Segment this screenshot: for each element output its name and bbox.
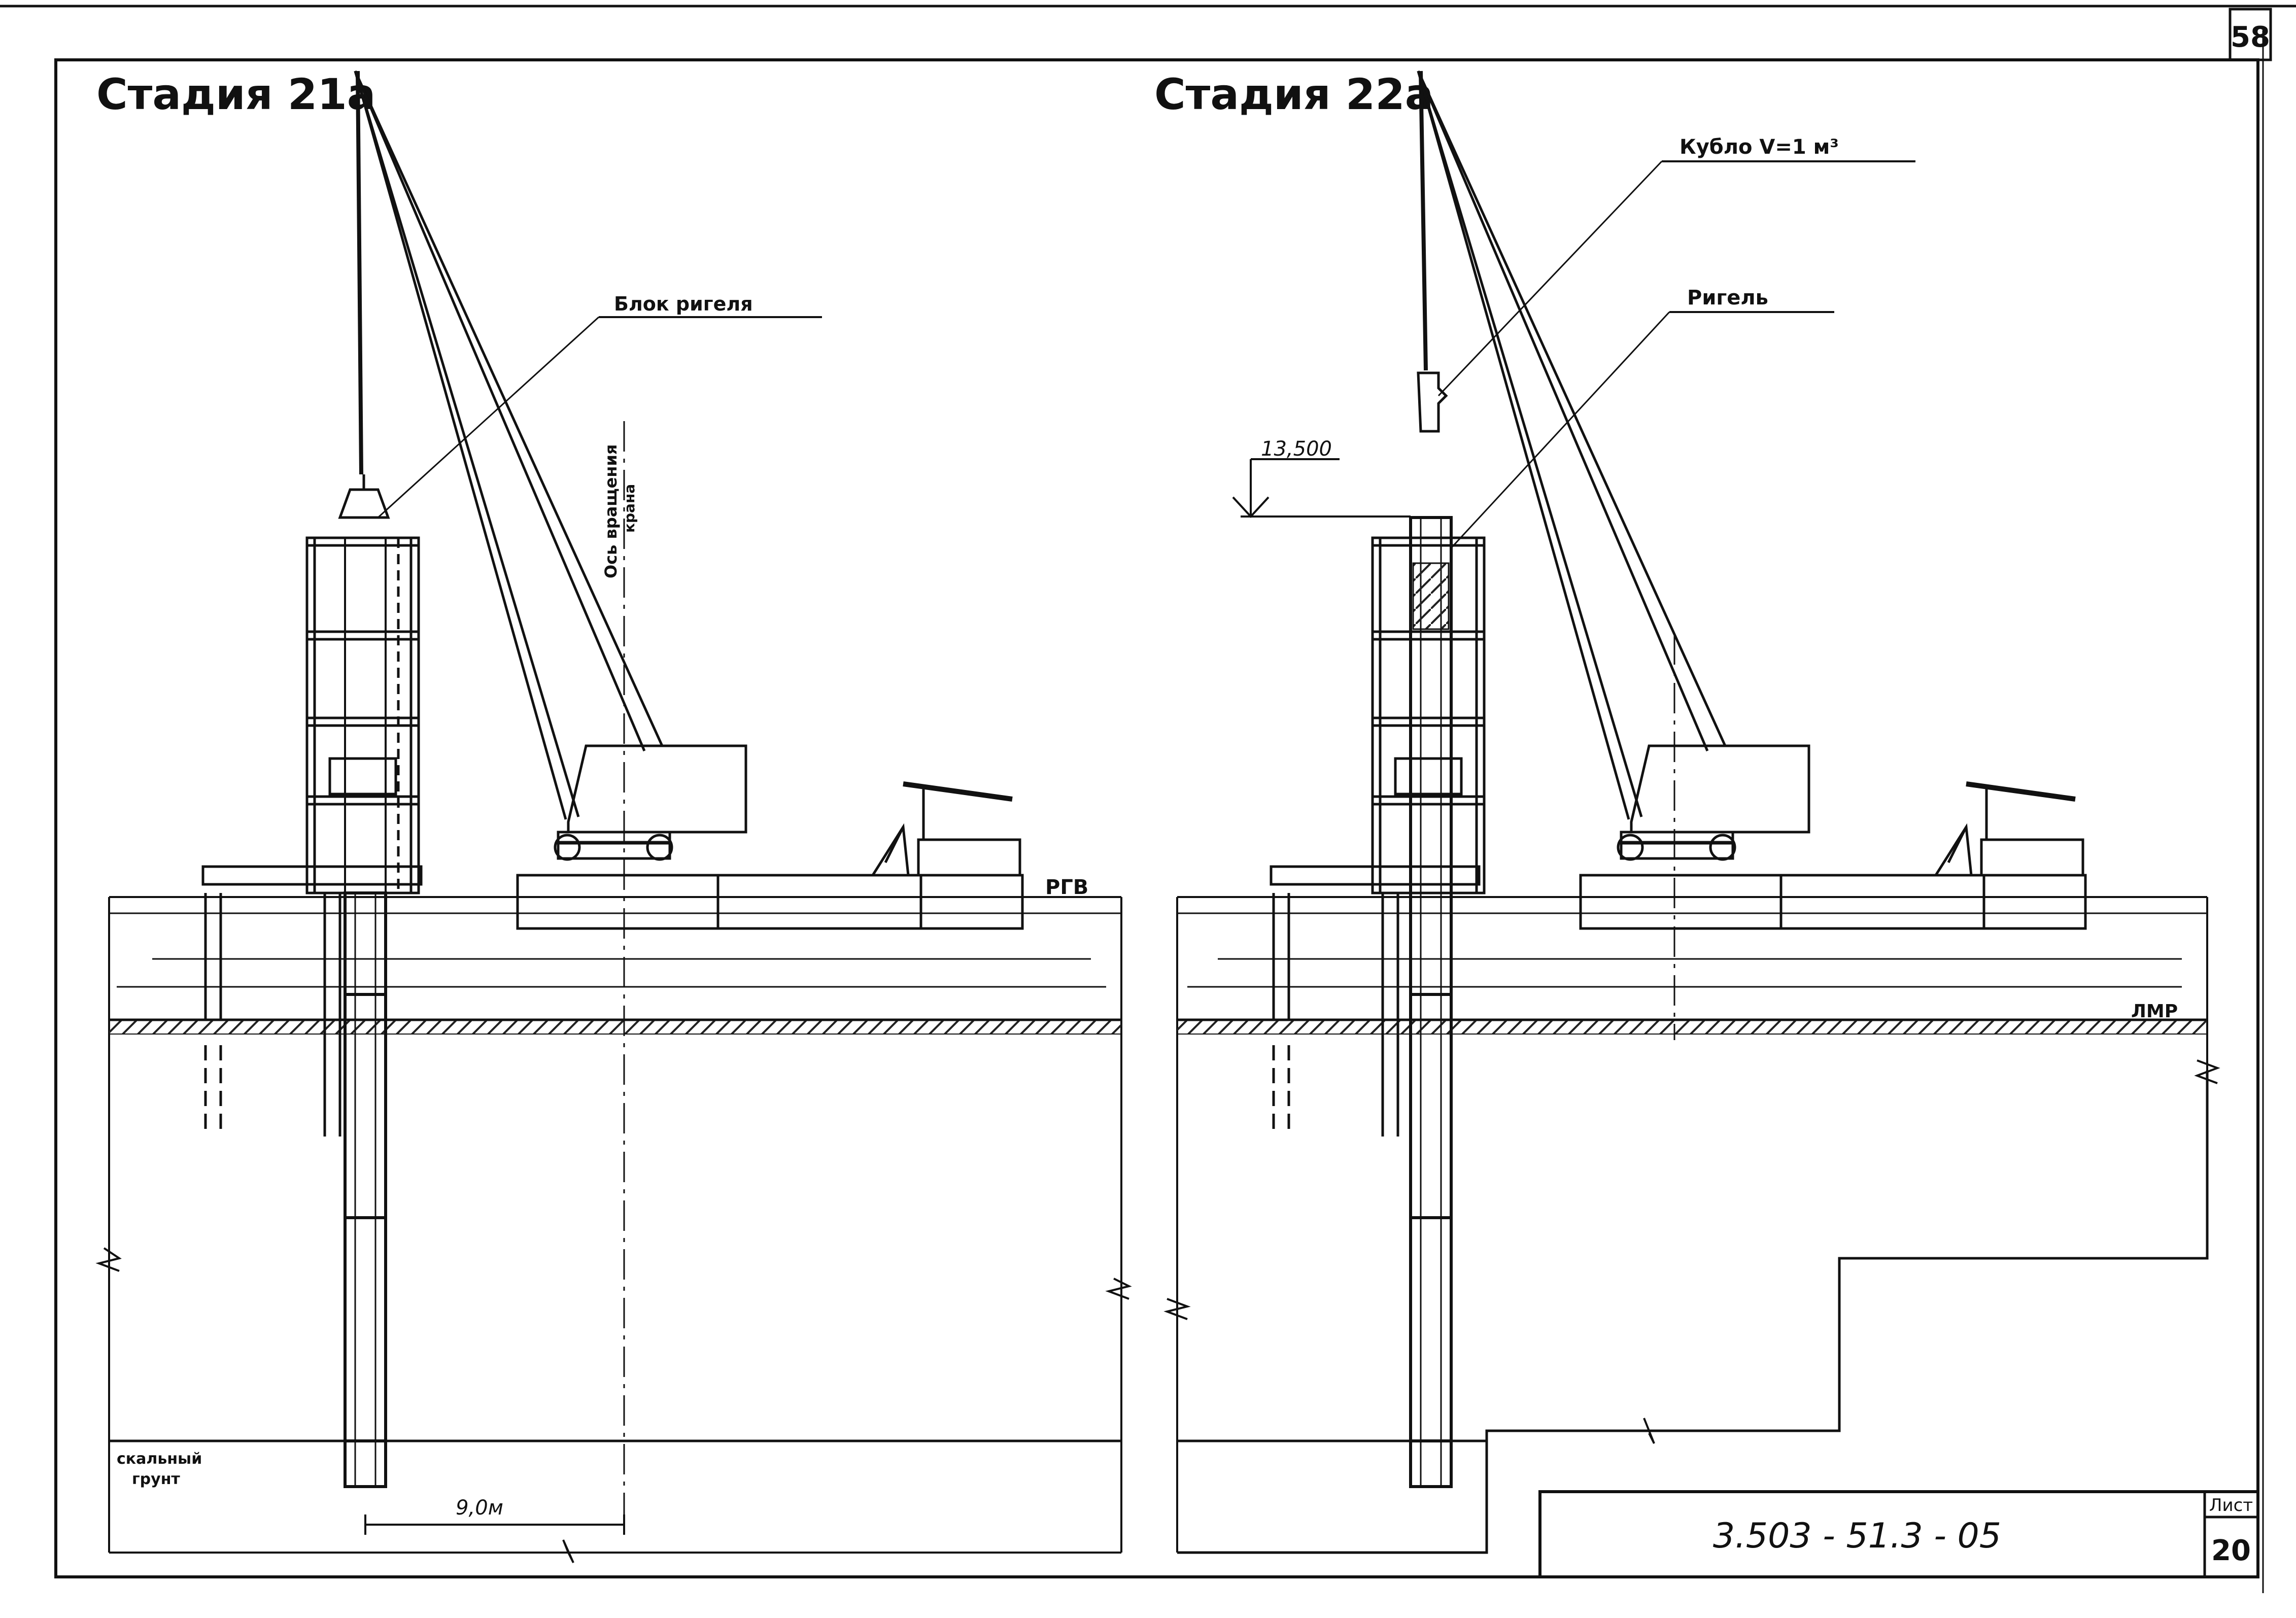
crane-boom-right [1417,70,1727,820]
support-piles [204,893,341,1137]
scaffold-tower-right [1371,536,1486,894]
crossbar-block [338,488,390,519]
dimension-9m [364,1514,625,1535]
main-column-right [1409,516,1453,1488]
crossbar-fill [1412,562,1450,630]
stage-22a-diagram: Стадия 22а ЛМР [1154,70,2220,1554]
crane-cabin-right [1617,744,1810,861]
crane-cable-right [1419,71,1428,371]
stage-21a-title: Стадия 21а [96,70,375,119]
crane-cabin [554,744,747,861]
list-label: Лист [2209,1495,2253,1516]
crane-boom [354,70,664,820]
page-number: 58 [2231,21,2270,54]
riverbed-hatch-right [1177,1020,2207,1034]
page-number-box: 58 [2229,8,2272,61]
water-zone-right [1176,896,2208,1553]
support-piles-right [1272,893,1399,1137]
concrete-bucket [1417,371,1448,433]
stage-22a-title: Стадия 22а [1154,70,1433,119]
bucket-leader-line [1437,160,1663,397]
barge [516,781,1024,930]
elevation-label: 13,500 [1261,437,1332,461]
block-label: Блок ригеля [614,293,753,315]
rock-label-line1: скальный [117,1450,202,1468]
crossbar-leader-line [1450,311,1670,549]
main-column [344,891,387,1488]
water-level-label: РГВ [1045,876,1088,899]
elevation-mark [1232,458,1411,518]
title-block: 3.503 - 51.3 - 05 Лист 20 [1538,1490,2259,1578]
scaffold-tower [305,536,420,894]
document-code: 3.503 - 51.3 - 05 [1713,1516,2001,1556]
sheet-frame [0,5,2296,1593]
crossbar-label: Ригель [1687,286,1768,309]
work-platform-right [1270,865,1481,886]
axis-label-line1: Ось вращения [601,444,621,578]
stage-21a-diagram: Стадия 21а РГВ скальный грунт [95,70,1132,1563]
crane-cable [356,71,363,475]
work-platform [201,865,423,886]
barge-right [1579,781,2087,930]
low-water-label: ЛМР [2131,1001,2178,1022]
list-number: 20 [2211,1534,2251,1567]
water-zone [108,896,1122,1553]
block-leader-line [377,316,600,519]
rock-step-outline [1177,1071,2209,1554]
rock-label-line2: грунт [132,1470,180,1488]
dimension-label: 9,0м [456,1496,503,1520]
bucket-label: Кубло V=1 м³ [1680,135,1839,159]
axis-label-line2: крана [621,484,638,533]
riverbed-hatch [109,1020,1121,1034]
